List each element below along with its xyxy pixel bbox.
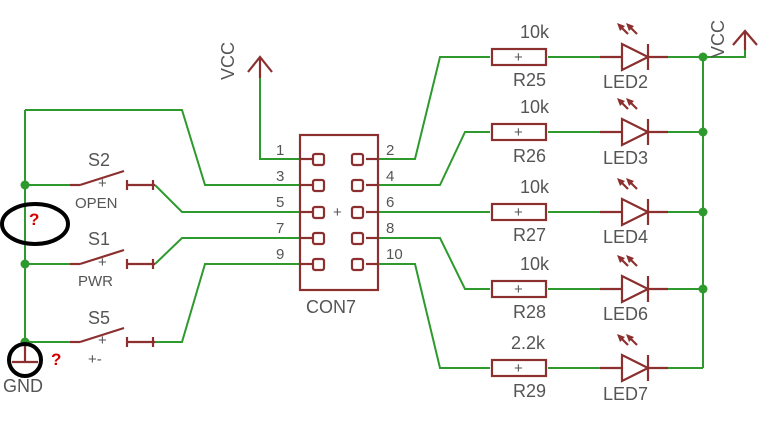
switch-s5: + S5 +- [70,308,155,368]
wire-vcc-to-pin1 [259,60,300,160]
connector-pin-label: 7 [276,220,284,237]
switch-s1-value: PWR [78,273,113,290]
led-led2-ref: LED2 [603,72,648,92]
gnd-symbol: GND [3,342,43,396]
wire-s5-to-pin9 [155,263,300,343]
svg-text:+: + [514,49,523,66]
annotation-ellipse-upper [0,202,70,246]
led-led4-ref: LED4 [603,227,648,247]
connector-pin-label: 10 [386,246,403,263]
svg-text:+: + [514,124,523,141]
connector-pin-label: 6 [386,194,394,211]
junction-dot [698,284,708,294]
junction-dot [698,207,708,217]
svg-text:+: + [98,254,107,271]
led-led4: LED4 [600,178,668,247]
switch-s5-value: +- [88,351,102,368]
switch-s2-ref: S2 [88,150,110,170]
resistor-r26: + 10k R26 [490,97,550,166]
resistor-r27-value: 10k [520,177,550,197]
vcc-left-symbol: VCC [218,42,273,80]
resistor-r28: + 10k R28 [490,254,550,322]
wire-s1-to-pin7 [154,237,300,265]
resistor-r29-ref: R29 [513,381,546,401]
resistor-r26-value: 10k [520,97,550,117]
switch-s1: + S1 PWR [70,229,155,290]
resistor-r27-ref: R27 [513,225,546,245]
junction-dot [20,180,30,190]
resistor-r25: + 10k R25 [490,22,550,90]
svg-text:+: + [333,204,342,221]
connector-ref: CON7 [306,297,356,317]
wire-pin10-r29 [378,263,490,369]
resistor-r29-value: 2.2k [511,333,546,353]
svg-text:+: + [514,204,523,221]
resistor-r29: + 2.2k R29 [490,333,548,401]
connector-pin-label: 1 [276,142,284,159]
led-led2: LED2 [600,23,668,92]
svg-text:+: + [514,281,523,298]
wire-to-pin3 [25,109,300,186]
svg-text:+: + [98,175,107,192]
led-led6: LED6 [600,255,668,324]
annotation-upper: ? [0,202,70,246]
switch-s5-ref: S5 [88,308,110,328]
connector-con7: + 1 3 5 7 9 2 4 6 8 10 CON7 [276,133,403,317]
wire-pin2-r25 [378,56,490,160]
switch-s1-ref: S1 [88,229,110,249]
connector-pin-label: 8 [386,220,394,237]
vcc-right-label: VCC [708,20,728,58]
led-led6-ref: LED6 [603,304,648,324]
gnd-label: GND [3,376,43,396]
resistor-r25-ref: R25 [513,70,546,90]
led-led3-ref: LED3 [603,148,648,168]
junction-dot [698,52,708,62]
resistor-r25-value: 10k [520,22,550,42]
resistor-r27: + 10k R27 [490,177,550,245]
resistor-r28-ref: R28 [513,302,546,322]
question-mark-upper: ? [29,210,39,229]
connector-pin-label: 3 [276,168,284,185]
svg-text:+: + [514,360,523,377]
junction-dot [20,259,30,269]
junctions [20,52,708,347]
annotation-lower: ? [7,342,61,378]
led-led7-ref: LED7 [603,384,648,404]
connector-pin-label: 5 [276,194,284,211]
led-led3: LED3 [600,98,668,168]
connector-pin-label: 4 [386,168,394,185]
connector-pin-label: 9 [276,246,284,263]
wire-pin4-r26 [378,131,490,186]
resistor-r26-ref: R26 [513,146,546,166]
connector-pin-label: 2 [386,142,394,159]
led-led7: LED7 [600,334,668,404]
wire-s2-to-pin5 [154,184,300,213]
resistor-r28-value: 10k [520,254,550,274]
switch-s2-value: OPEN [75,195,118,212]
vcc-left-label: VCC [218,42,238,80]
question-mark-lower: ? [51,350,61,369]
switch-s2: + S2 OPEN [70,150,155,212]
wire-pin8-r28 [378,237,490,290]
annotation-circle-lower [7,342,43,378]
junction-dot [698,127,708,137]
svg-text:+: + [98,332,107,349]
vcc-right-symbol: VCC [708,20,758,58]
